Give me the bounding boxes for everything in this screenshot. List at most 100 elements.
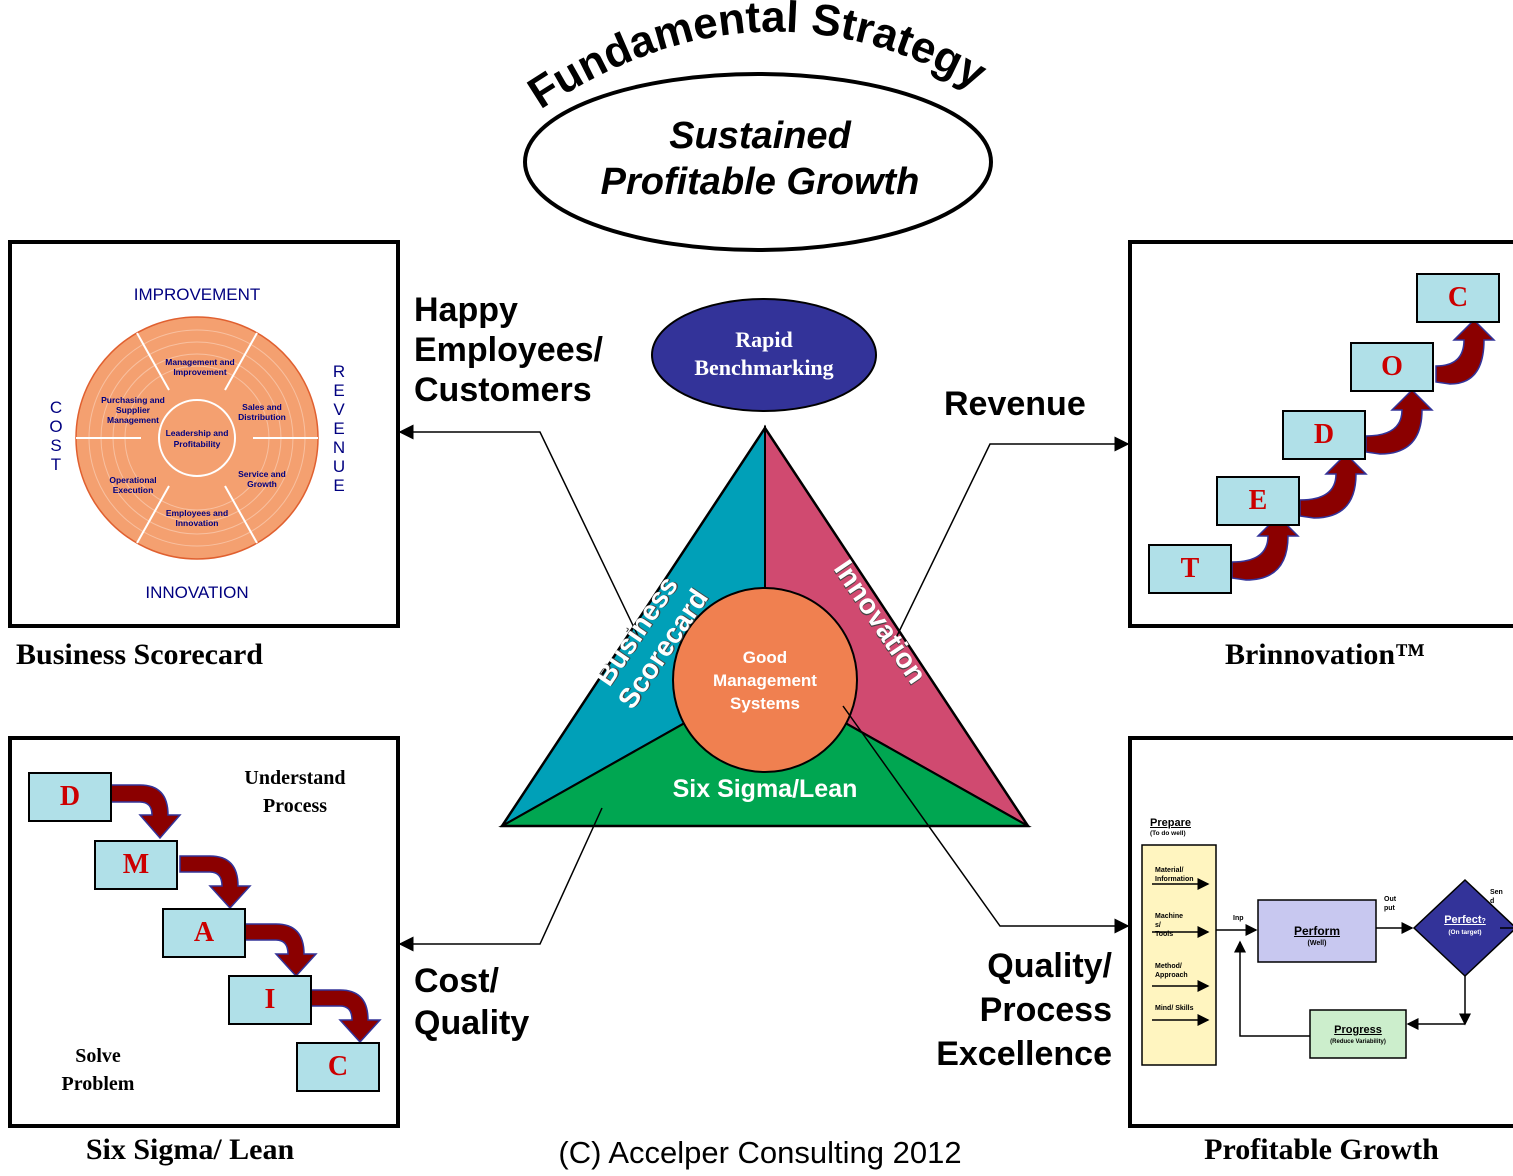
scorecard-center-line-2: Profitability [173, 439, 221, 449]
send-line-2: d [1490, 898, 1495, 905]
output-line-1: Out [1384, 896, 1397, 903]
core-circle [672, 587, 858, 773]
brinnovation-step-box: E [1216, 476, 1300, 526]
scorecard-center-line-1: Leadership and [165, 428, 229, 438]
cost-letter: S [50, 436, 62, 455]
scorecard-top-label: IMPROVEMENT [133, 285, 261, 304]
connector-happy [398, 424, 641, 641]
core-line-1: Good [742, 648, 788, 667]
sixsigma-step-box: M [94, 840, 178, 890]
goal-line-2: Profitable Growth [600, 161, 920, 203]
output-label: Out put [1384, 895, 1396, 913]
brinnovation-arrows [1231, 318, 1496, 581]
cost-line-2: Quality [414, 1004, 530, 1042]
revenue-letter: N [332, 438, 346, 457]
send-label: Sen d [1490, 888, 1503, 906]
progress-label: Progress [1334, 1024, 1382, 1036]
input-label: Inp [1233, 915, 1244, 922]
brinnovation-step-box: D [1282, 410, 1366, 460]
quality-line-3: Excellence [936, 1035, 1112, 1073]
benchmark-line-2: Benchmarking [694, 355, 834, 380]
scorecard-caption: Business Scorecard [16, 638, 263, 671]
solve-line-2: Problem [61, 1073, 135, 1095]
understand-line-1: Understand [244, 767, 346, 789]
prepare-sub-label: (To do well) [1150, 830, 1186, 837]
bottom-face-label: Six Sigma/Lean [672, 775, 858, 803]
core-line-3: Systems [730, 694, 800, 713]
cost-line-1: Cost/ [414, 962, 499, 1000]
quality-line-1: Quality/ [987, 947, 1112, 985]
happy-line-3: Customers [414, 371, 592, 409]
sixsigma-step-box: A [162, 908, 246, 958]
growth-input-line: Approach [1155, 972, 1188, 979]
perfect-question: ? [1481, 918, 1486, 925]
sixsigma-step-box: D [28, 772, 112, 822]
goal-text: Sustained Profitable Growth [530, 113, 990, 205]
understand-process-label: Understand Process [220, 764, 370, 820]
connector-revenue [894, 436, 1130, 641]
benchmark-line-1: Rapid [735, 327, 793, 352]
core-text: Good Management Systems [673, 646, 857, 715]
revenue-label: Revenue [944, 385, 1086, 423]
revenue-letter: E [333, 476, 345, 495]
happy-line-1: Happy [414, 291, 518, 329]
solve-problem-label: Solve Problem [48, 1042, 148, 1098]
scorecard-segment-line: Innovation [175, 518, 219, 528]
growth-input-line: Material/ [1155, 867, 1184, 874]
happy-line-2: Employees/ [414, 331, 603, 369]
prepare-label: Prepare [1150, 817, 1191, 829]
scorecard-segment-line: Distribution [238, 412, 286, 422]
scorecard-segment-line: Growth [247, 479, 277, 489]
brinnovation-caption: Brinnovation™ [1224, 638, 1426, 671]
perform-label: Perform [1293, 924, 1340, 938]
growth-input-line: Machine [1155, 913, 1184, 920]
perfect-label: Perfect? [1428, 914, 1502, 926]
scorecard-segment-line: Management [107, 415, 159, 425]
revenue-letter: V [333, 400, 345, 419]
perfect-sub-label: (On target) [1448, 929, 1482, 936]
growth-input-label: Machine s/Tools [1155, 912, 1183, 939]
growth-caption: Profitable Growth [1204, 1133, 1439, 1166]
scorecard-segment-line: Sales and [242, 402, 282, 412]
sixsigma-step-box: C [296, 1042, 380, 1092]
growth-input-line: Information [1155, 876, 1194, 883]
growth-input-label: Method/Approach [1155, 962, 1188, 980]
sixsigma-arrows [107, 784, 382, 1044]
goal-line-1: Sustained [669, 115, 851, 157]
cost-letter: O [49, 417, 63, 436]
scorecard-segment-line: Service and [238, 469, 286, 479]
scorecard-center-label: Leadership and Profitability [155, 428, 239, 450]
revenue-letter: E [333, 381, 345, 400]
output-line-2: put [1384, 905, 1395, 912]
brinnovation-step-box: O [1350, 342, 1434, 392]
goal-ellipse [523, 72, 993, 252]
growth-flow [1141, 844, 1513, 1066]
solve-line-1: Solve [75, 1045, 121, 1067]
core-line-2: Management [713, 671, 817, 690]
quality-line-2: Process [979, 991, 1112, 1029]
sixsigma-step-box: I [228, 975, 312, 1025]
growth-input-line: Mind/ Skills [1155, 1005, 1194, 1012]
brinnovation-step-box: C [1416, 273, 1500, 323]
perform-sub-label: (Well) [1307, 940, 1327, 947]
growth-input-label: Material/Information [1155, 866, 1194, 884]
benchmark-text: Rapid Benchmarking [654, 326, 874, 382]
growth-input-line: Tools [1155, 931, 1174, 938]
growth-input-line: s/ [1155, 922, 1161, 929]
revenue-letter: E [333, 419, 345, 438]
benchmark-ellipse [651, 298, 877, 412]
cost-letter: C [49, 398, 63, 417]
revenue-letter: R [332, 362, 346, 381]
scorecard-segment-line: Improvement [173, 367, 227, 377]
sixsigma-caption: Six Sigma/ Lean [85, 1133, 295, 1166]
scorecard-segment-line: Supplier [115, 405, 150, 415]
quality-label: Quality/ Process Excellence [880, 944, 1112, 1076]
